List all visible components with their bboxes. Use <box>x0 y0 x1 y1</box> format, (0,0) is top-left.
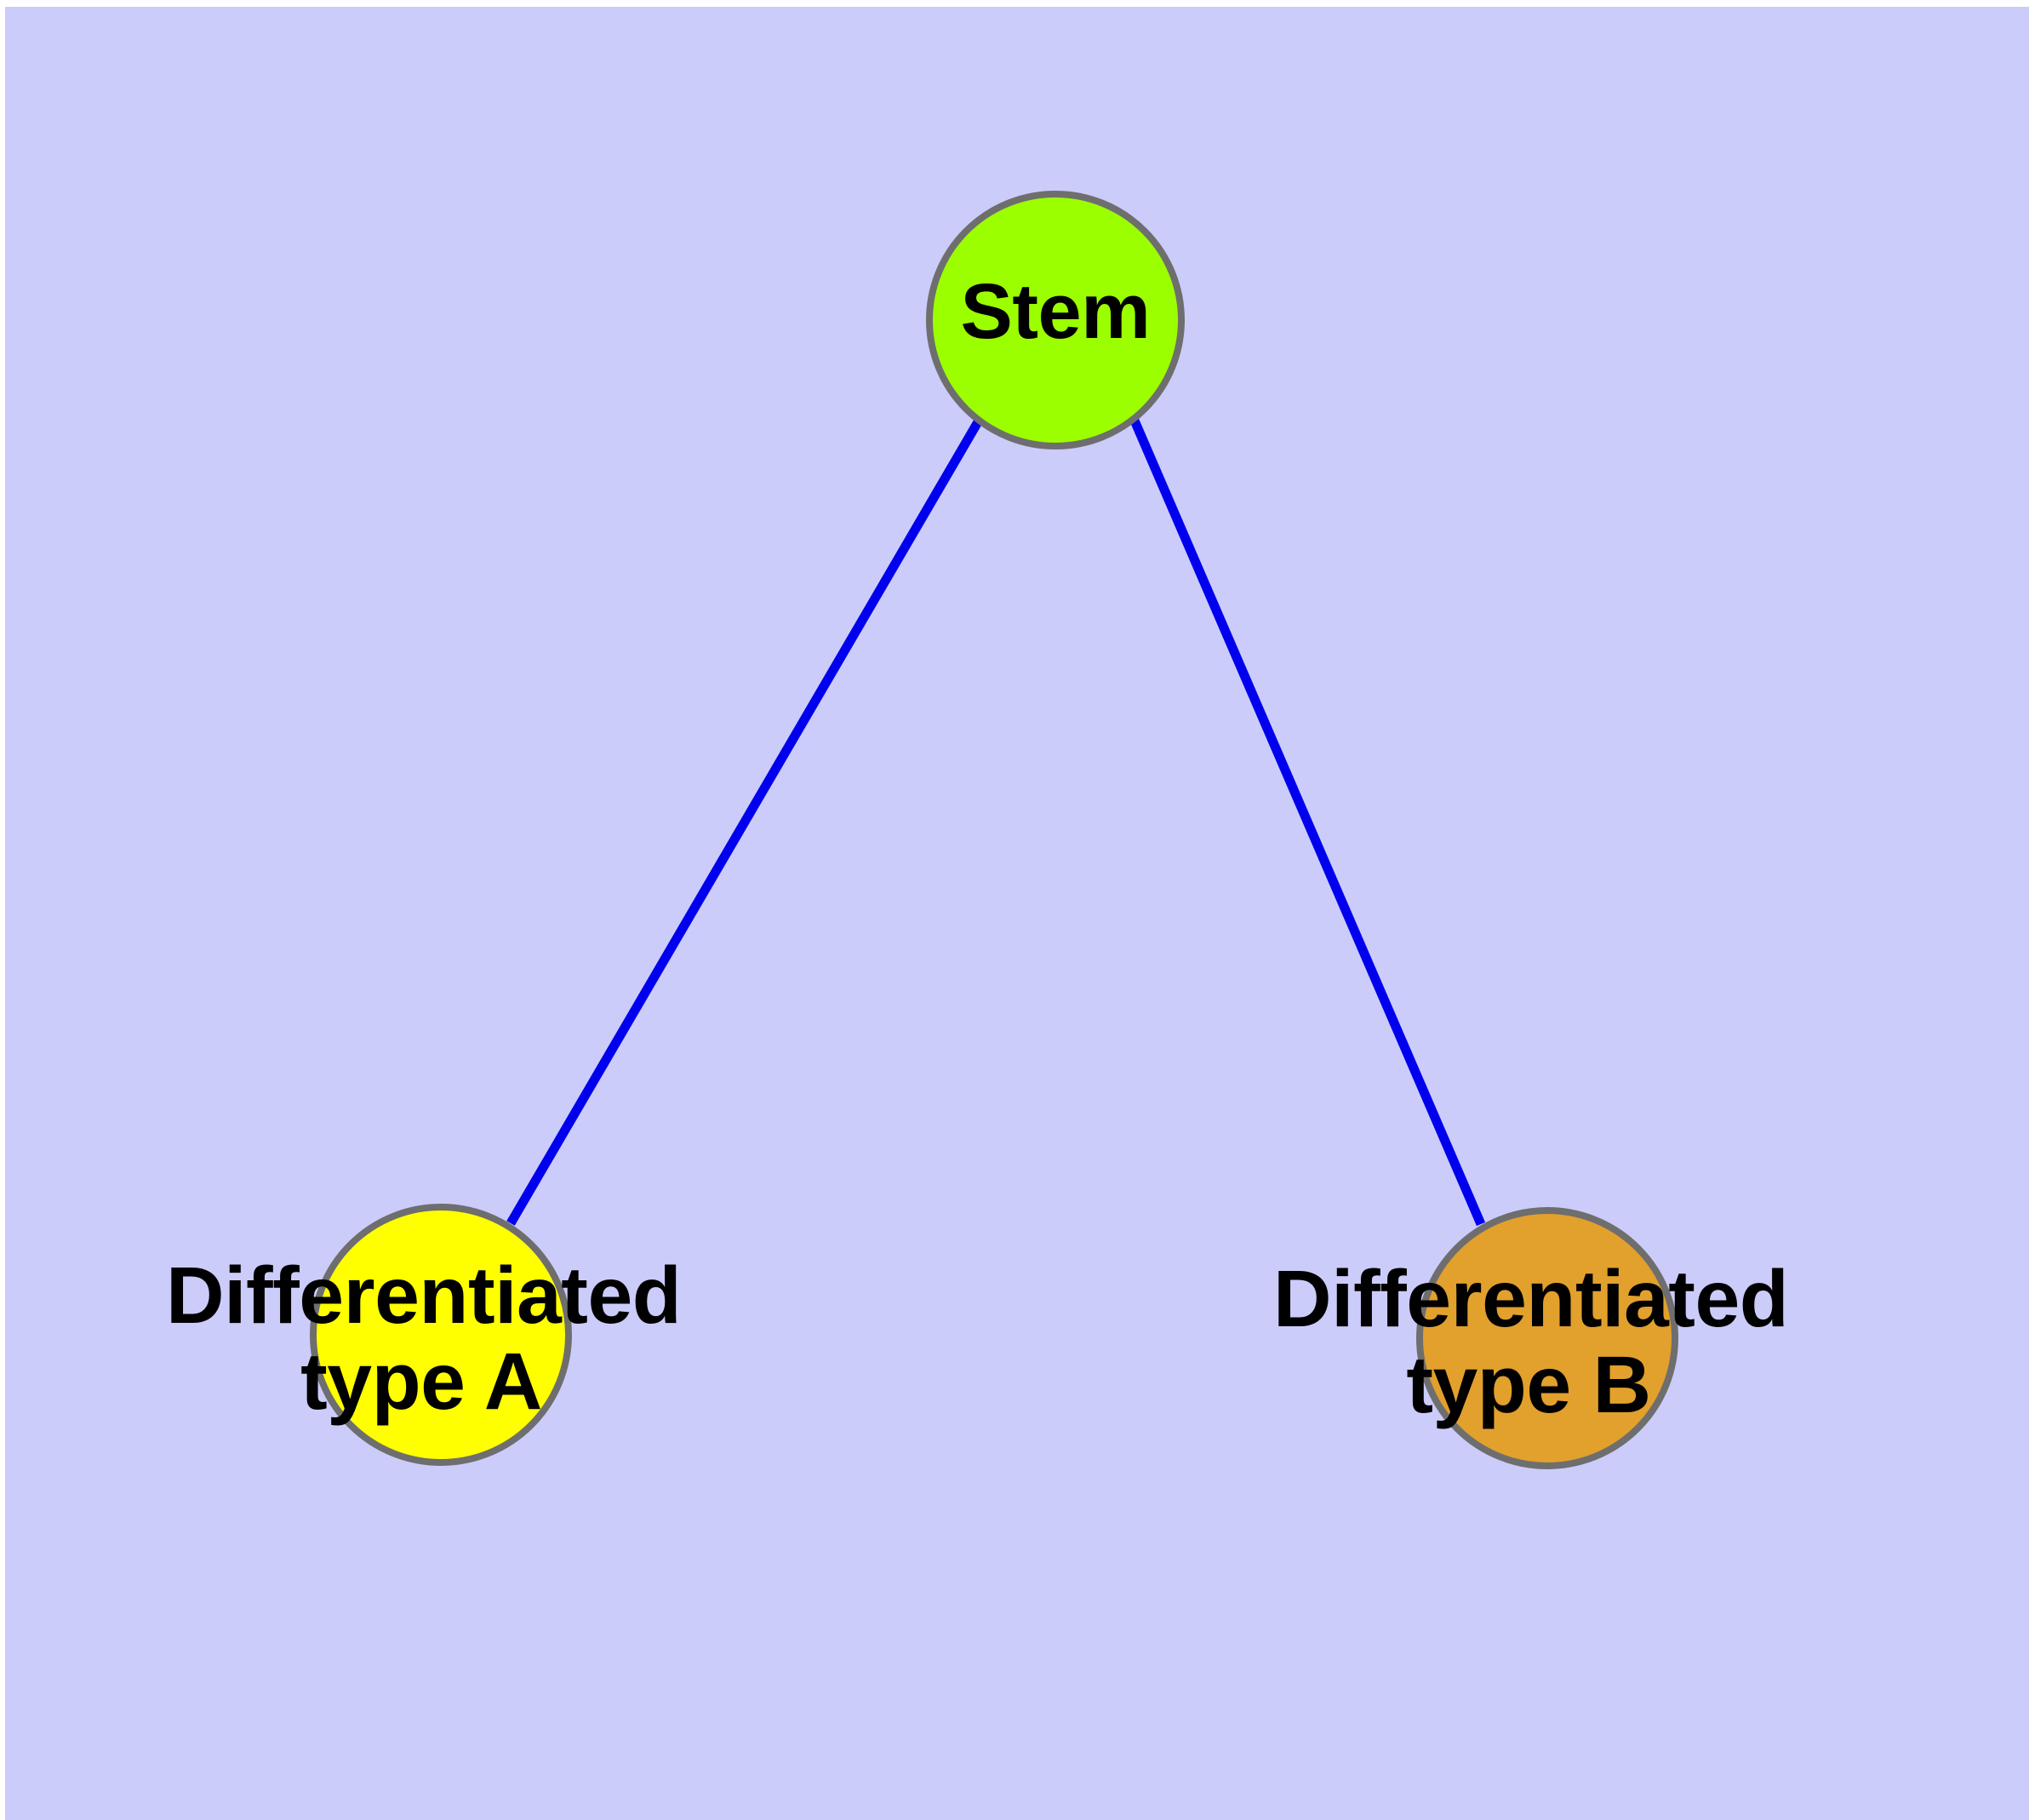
nodes-layer <box>310 191 1678 1469</box>
node-stem[interactable] <box>926 191 1185 449</box>
node-differentiated-type-a[interactable] <box>310 1204 572 1466</box>
edge-stem-to-diff-a[interactable] <box>506 418 983 1226</box>
edge-stem-to-diff-b[interactable] <box>1129 418 1486 1227</box>
edges-layer <box>506 418 1486 1227</box>
node-differentiated-type-b[interactable] <box>1416 1207 1678 1469</box>
